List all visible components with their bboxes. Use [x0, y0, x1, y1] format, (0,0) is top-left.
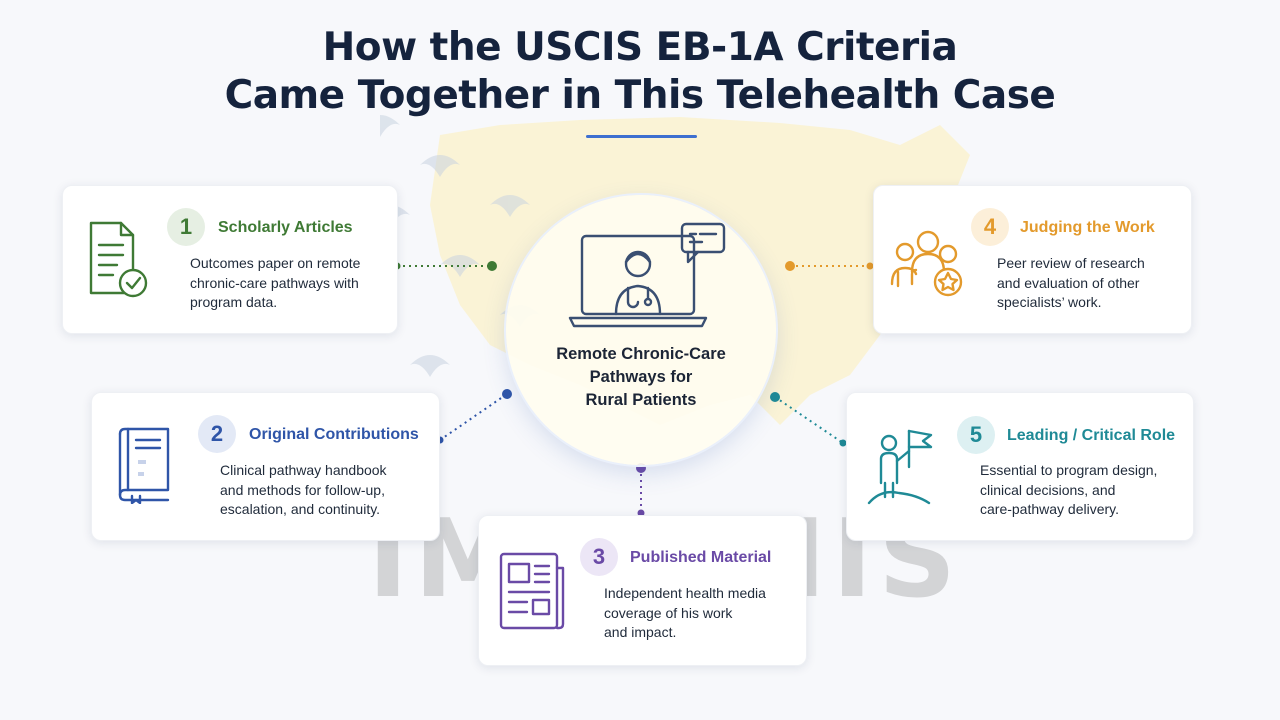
- criterion-desc-4: Peer review of research and evaluation o…: [997, 255, 1145, 310]
- criterion-card-original-contributions: 2 Original Contributions Clinical pathwa…: [91, 392, 440, 541]
- title-underline: [586, 135, 697, 138]
- criterion-desc-1: Outcomes paper on remote chronic-care pa…: [190, 255, 361, 310]
- criterion-number-2: 2: [198, 415, 236, 453]
- criterion-desc-3: Independent health media coverage of his…: [604, 585, 766, 640]
- title-line-1: How the USCIS EB-1A Criteria: [322, 25, 958, 70]
- criterion-number-4: 4: [971, 208, 1009, 246]
- criterion-desc-5: Essential to program design, clinical de…: [980, 462, 1158, 517]
- criterion-number-1: 1: [167, 208, 205, 246]
- page-title: How the USCIS EB-1A Criteria Came Togeth…: [0, 24, 1280, 120]
- book-icon: [118, 427, 170, 504]
- person-flag-icon: [867, 429, 933, 505]
- criterion-title-4: Judging the Work: [1020, 219, 1155, 236]
- telehealth-doctor-laptop-icon: [568, 222, 726, 328]
- document-check-icon: [89, 221, 148, 298]
- newspaper-icon: [499, 552, 565, 630]
- criterion-card-judging-the-work: 4 Judging the Work Peer review of resear…: [873, 185, 1192, 334]
- criterion-card-published-material: 3 Published Material Independent health …: [478, 515, 807, 666]
- criterion-title-5: Leading / Critical Role: [1007, 427, 1176, 444]
- people-star-icon: [890, 230, 963, 297]
- criterion-card-leading-critical-role: 5 Leading / Critical Role Essential to p…: [846, 392, 1194, 541]
- criterion-number-5: 5: [957, 416, 995, 454]
- criterion-title-2: Original Contributions: [249, 426, 419, 443]
- criterion-number-3: 3: [580, 538, 618, 576]
- criterion-desc-2: Clinical pathway handbook and methods fo…: [220, 462, 387, 517]
- criterion-title-1: Scholarly Articles: [218, 219, 353, 236]
- center-hub: [506, 195, 776, 465]
- criterion-title-3: Published Material: [630, 549, 772, 566]
- center-label: Remote Chronic-Care Pathways for Rural P…: [556, 345, 726, 409]
- criterion-card-scholarly-articles: 1 Scholarly Articles Outcomes paper on r…: [62, 185, 398, 334]
- title-line-2: Came Together in This Telehealth Case: [224, 73, 1056, 118]
